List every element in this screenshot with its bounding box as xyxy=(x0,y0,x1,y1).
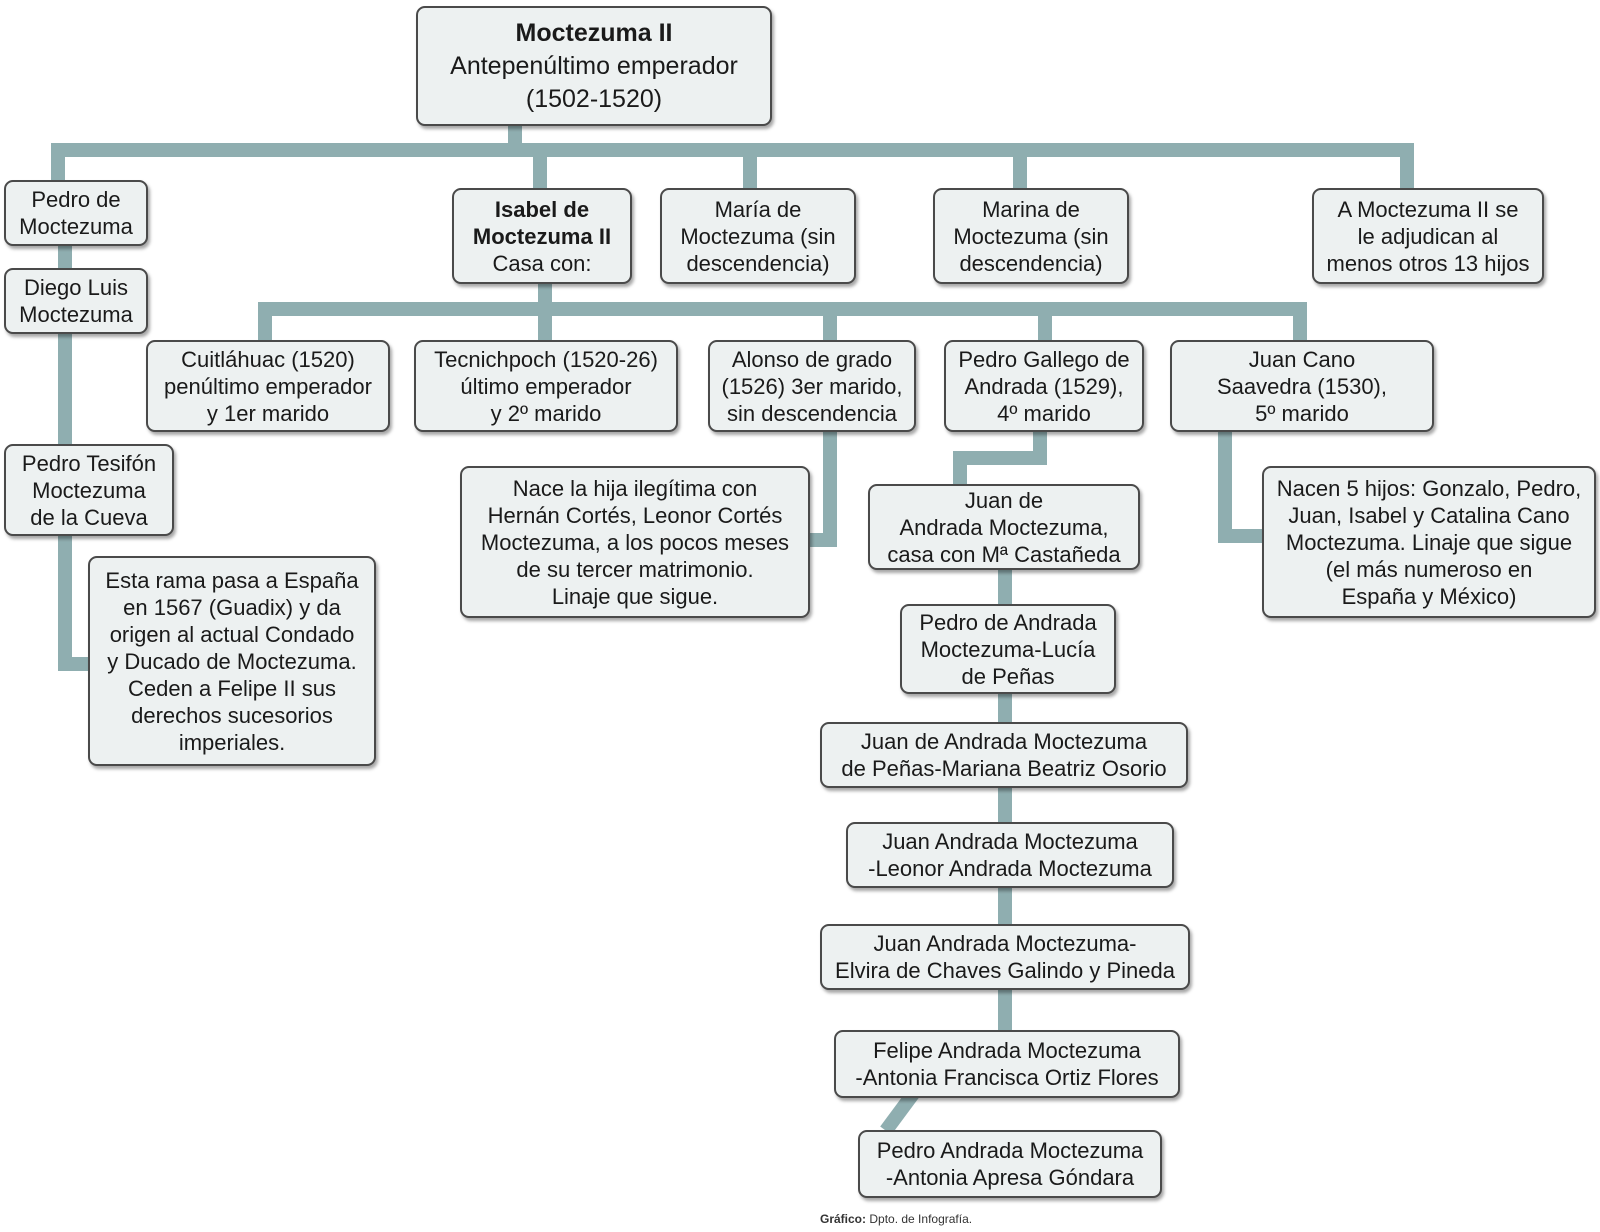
node-andrada-5: Juan Andrada Moctezuma- Elvira de Chaves… xyxy=(820,924,1190,990)
node-label: Esta rama pasa a España en 1567 (Guadix)… xyxy=(105,567,359,755)
node-andrada-6: Felipe Andrada Moctezuma -Antonia Franci… xyxy=(834,1030,1180,1098)
connector-andrada-last xyxy=(880,1088,920,1135)
root-name: Moctezuma II xyxy=(515,18,673,47)
node-label: Pedro Andrada Moctezuma -Antonia Apresa … xyxy=(876,1138,1144,1190)
node-label: Juan Cano Saavedra (1530), 5º marido xyxy=(1217,346,1387,426)
connector-pedro-line xyxy=(58,233,97,671)
node-alonso-de-grado: Alonso de grado (1526) 3er marido, sin d… xyxy=(708,340,916,432)
node-label: Felipe Andrada Moctezuma -Antonia Franci… xyxy=(855,1038,1159,1090)
connector-gallego-andrada xyxy=(953,425,1047,491)
node-label: Diego Luis Moctezuma xyxy=(19,275,133,327)
node-juan-cano: Juan Cano Saavedra (1530), 5º marido xyxy=(1170,340,1434,432)
graphic-credit: Gráfico: Dpto. de Infografía. xyxy=(820,1212,972,1226)
root-dates: (1502-1520) xyxy=(525,84,663,113)
node-pedro-gallego: Pedro Gallego de Andrada (1529), 4º mari… xyxy=(944,340,1144,432)
node-label: Nace la hija ilegítima con Hernán Cortés… xyxy=(480,475,790,609)
node-label: María de Moctezuma (sin descendencia) xyxy=(680,196,836,276)
credit-label: Gráfico: xyxy=(820,1212,867,1226)
node-label: Juan Andrada Moctezuma- Elvira de Chaves… xyxy=(835,931,1175,983)
node-label: Pedro Tesifón Moctezuma de la Cueva xyxy=(21,450,157,530)
node-tecnichpoch: Tecnichpoch (1520-26) último emperador y… xyxy=(414,340,678,432)
node-label: Isabel de Moctezuma II xyxy=(472,196,612,249)
node-label: Juan de Andrada Moctezuma, casa con Mª C… xyxy=(887,487,1121,567)
node-otros-hijos: A Moctezuma II se le adjudican al menos … xyxy=(1312,188,1544,284)
node-label: Juan de Andrada Moctezuma de Peñas-Maria… xyxy=(841,729,1167,781)
root-title: Antepenúltimo emperador xyxy=(450,51,738,80)
node-andrada-2: Pedro de Andrada Moctezuma-Lucía de Peña… xyxy=(900,604,1116,694)
node-cano-hijos-note: Nacen 5 hijos: Gonzalo, Pedro, Juan, Isa… xyxy=(1262,466,1596,618)
credit-text: Dpto. de Infografía. xyxy=(869,1212,973,1226)
node-andrada-3: Juan de Andrada Moctezuma de Peñas-Maria… xyxy=(820,722,1188,788)
node-andrada-1: Juan de Andrada Moctezuma, casa con Mª C… xyxy=(868,484,1140,570)
node-label: Pedro Gallego de Andrada (1529), 4º mari… xyxy=(958,346,1130,426)
node-espana-note: Esta rama pasa a España en 1567 (Guadix)… xyxy=(88,556,376,766)
node-cuitlahuac: Cuitláhuac (1520) penúltimo emperador y … xyxy=(146,340,390,432)
node-label: Juan Andrada Moctezuma -Leonor Andrada M… xyxy=(868,829,1152,881)
connector-cano-note xyxy=(1218,425,1270,543)
node-marina-de-moctezuma: Marina de Moctezuma (sin descendencia) xyxy=(933,188,1129,284)
node-label: Tecnichpoch (1520-26) último emperador y… xyxy=(434,346,658,426)
node-label: Cuitláhuac (1520) penúltimo emperador y … xyxy=(164,346,372,426)
node-andrada-7: Pedro Andrada Moctezuma -Antonia Apresa … xyxy=(858,1130,1162,1198)
node-diego-luis-moctezuma: Diego Luis Moctezuma xyxy=(4,268,148,334)
node-andrada-4: Juan Andrada Moctezuma -Leonor Andrada M… xyxy=(846,822,1174,888)
node-isabel-de-moctezuma: Isabel de Moctezuma II Casa con: xyxy=(452,188,632,284)
connector-alonso-leonor xyxy=(805,425,837,547)
node-label: A Moctezuma II se le adjudican al menos … xyxy=(1326,196,1530,276)
node-pedro-de-moctezuma: Pedro de Moctezuma xyxy=(4,180,148,246)
node-pedro-tesifon: Pedro Tesifón Moctezuma de la Cueva xyxy=(4,444,174,536)
node-label: Nacen 5 hijos: Gonzalo, Pedro, Juan, Isa… xyxy=(1276,475,1582,609)
node-leonor-note: Nace la hija ilegítima con Hernán Cortés… xyxy=(460,466,810,618)
node-label: Marina de Moctezuma (sin descendencia) xyxy=(953,196,1109,276)
node-label: Pedro de Moctezuma xyxy=(19,187,133,239)
node-label: Alonso de grado (1526) 3er marido, sin d… xyxy=(721,346,903,426)
node-sublabel: Casa con: xyxy=(492,250,592,276)
node-maria-de-moctezuma: María de Moctezuma (sin descendencia) xyxy=(660,188,856,284)
node-label: Pedro de Andrada Moctezuma-Lucía de Peña… xyxy=(919,609,1097,689)
node-moctezuma-ii: Moctezuma II Antepenúltimo emperador (15… xyxy=(416,6,772,126)
